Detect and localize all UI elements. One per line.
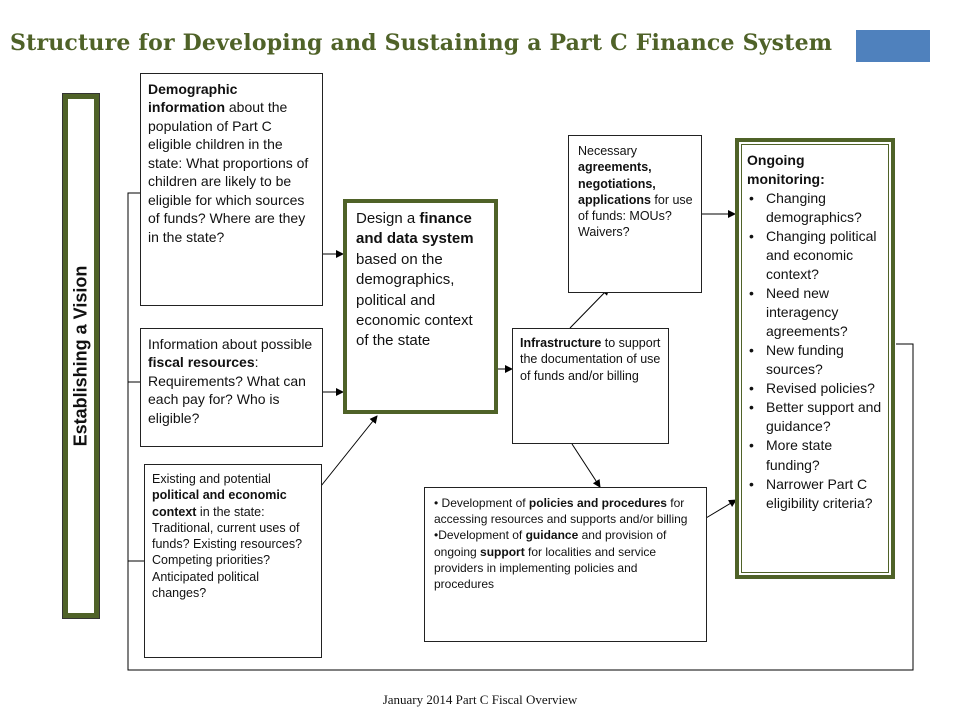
- monitoring-item: Changing demographics?: [747, 189, 885, 227]
- arrow-development-to-monitoring: [705, 499, 737, 519]
- monitoring-item: Narrower Part C eligibility criteria?: [747, 475, 885, 513]
- footer-text: January 2014 Part C Fiscal Overview: [382, 692, 578, 707]
- monitoring-item: New funding sources?: [747, 341, 885, 379]
- page-title: Structure for Developing and Sustaining …: [10, 30, 833, 56]
- ongoing-monitoring-box: Ongoing monitoring: Changing demographic…: [735, 138, 895, 579]
- monitoring-inner-border: [741, 144, 889, 573]
- infrastructure-box: Infrastructure to support the documentat…: [512, 328, 669, 444]
- monitoring-list: Changing demographics? Changing politica…: [747, 189, 885, 513]
- monitoring-item: Better support and guidance?: [747, 398, 885, 436]
- monitoring-heading: Ongoing monitoring:: [747, 152, 825, 188]
- development-policies-item: • Development of policies and procedures…: [434, 496, 688, 527]
- agreements-box: Necessary agreements, negotiations, appl…: [568, 135, 702, 293]
- fiscal-resources-box: Information about possible fiscal resour…: [140, 328, 323, 447]
- political-context-box: Existing and potential political and eco…: [144, 464, 322, 658]
- monitoring-item: Need new interagency agreements?: [747, 284, 885, 341]
- monitoring-item: Changing political and economic context?: [747, 227, 885, 284]
- arrow-infrastructure-to-development: [571, 443, 601, 488]
- feedback-loop-line: [127, 192, 914, 671]
- design-system-box: Design a finance and data system based o…: [343, 199, 498, 414]
- development-guidance-item: •Development of guidance and provision o…: [434, 528, 667, 591]
- vision-label: Establishing a Vision: [70, 265, 91, 447]
- monitoring-item: Revised policies?: [747, 379, 885, 398]
- monitoring-item: More state funding?: [747, 436, 885, 474]
- arrow-infrastructure-to-agreements: [569, 287, 610, 329]
- demographic-info-box: Demographic information about the popula…: [140, 73, 323, 306]
- vision-frame: [62, 93, 100, 619]
- decorative-accent-block: [856, 30, 930, 62]
- arrow-political-to-design: [320, 415, 378, 487]
- policies-development-box: • Development of policies and procedures…: [424, 487, 707, 642]
